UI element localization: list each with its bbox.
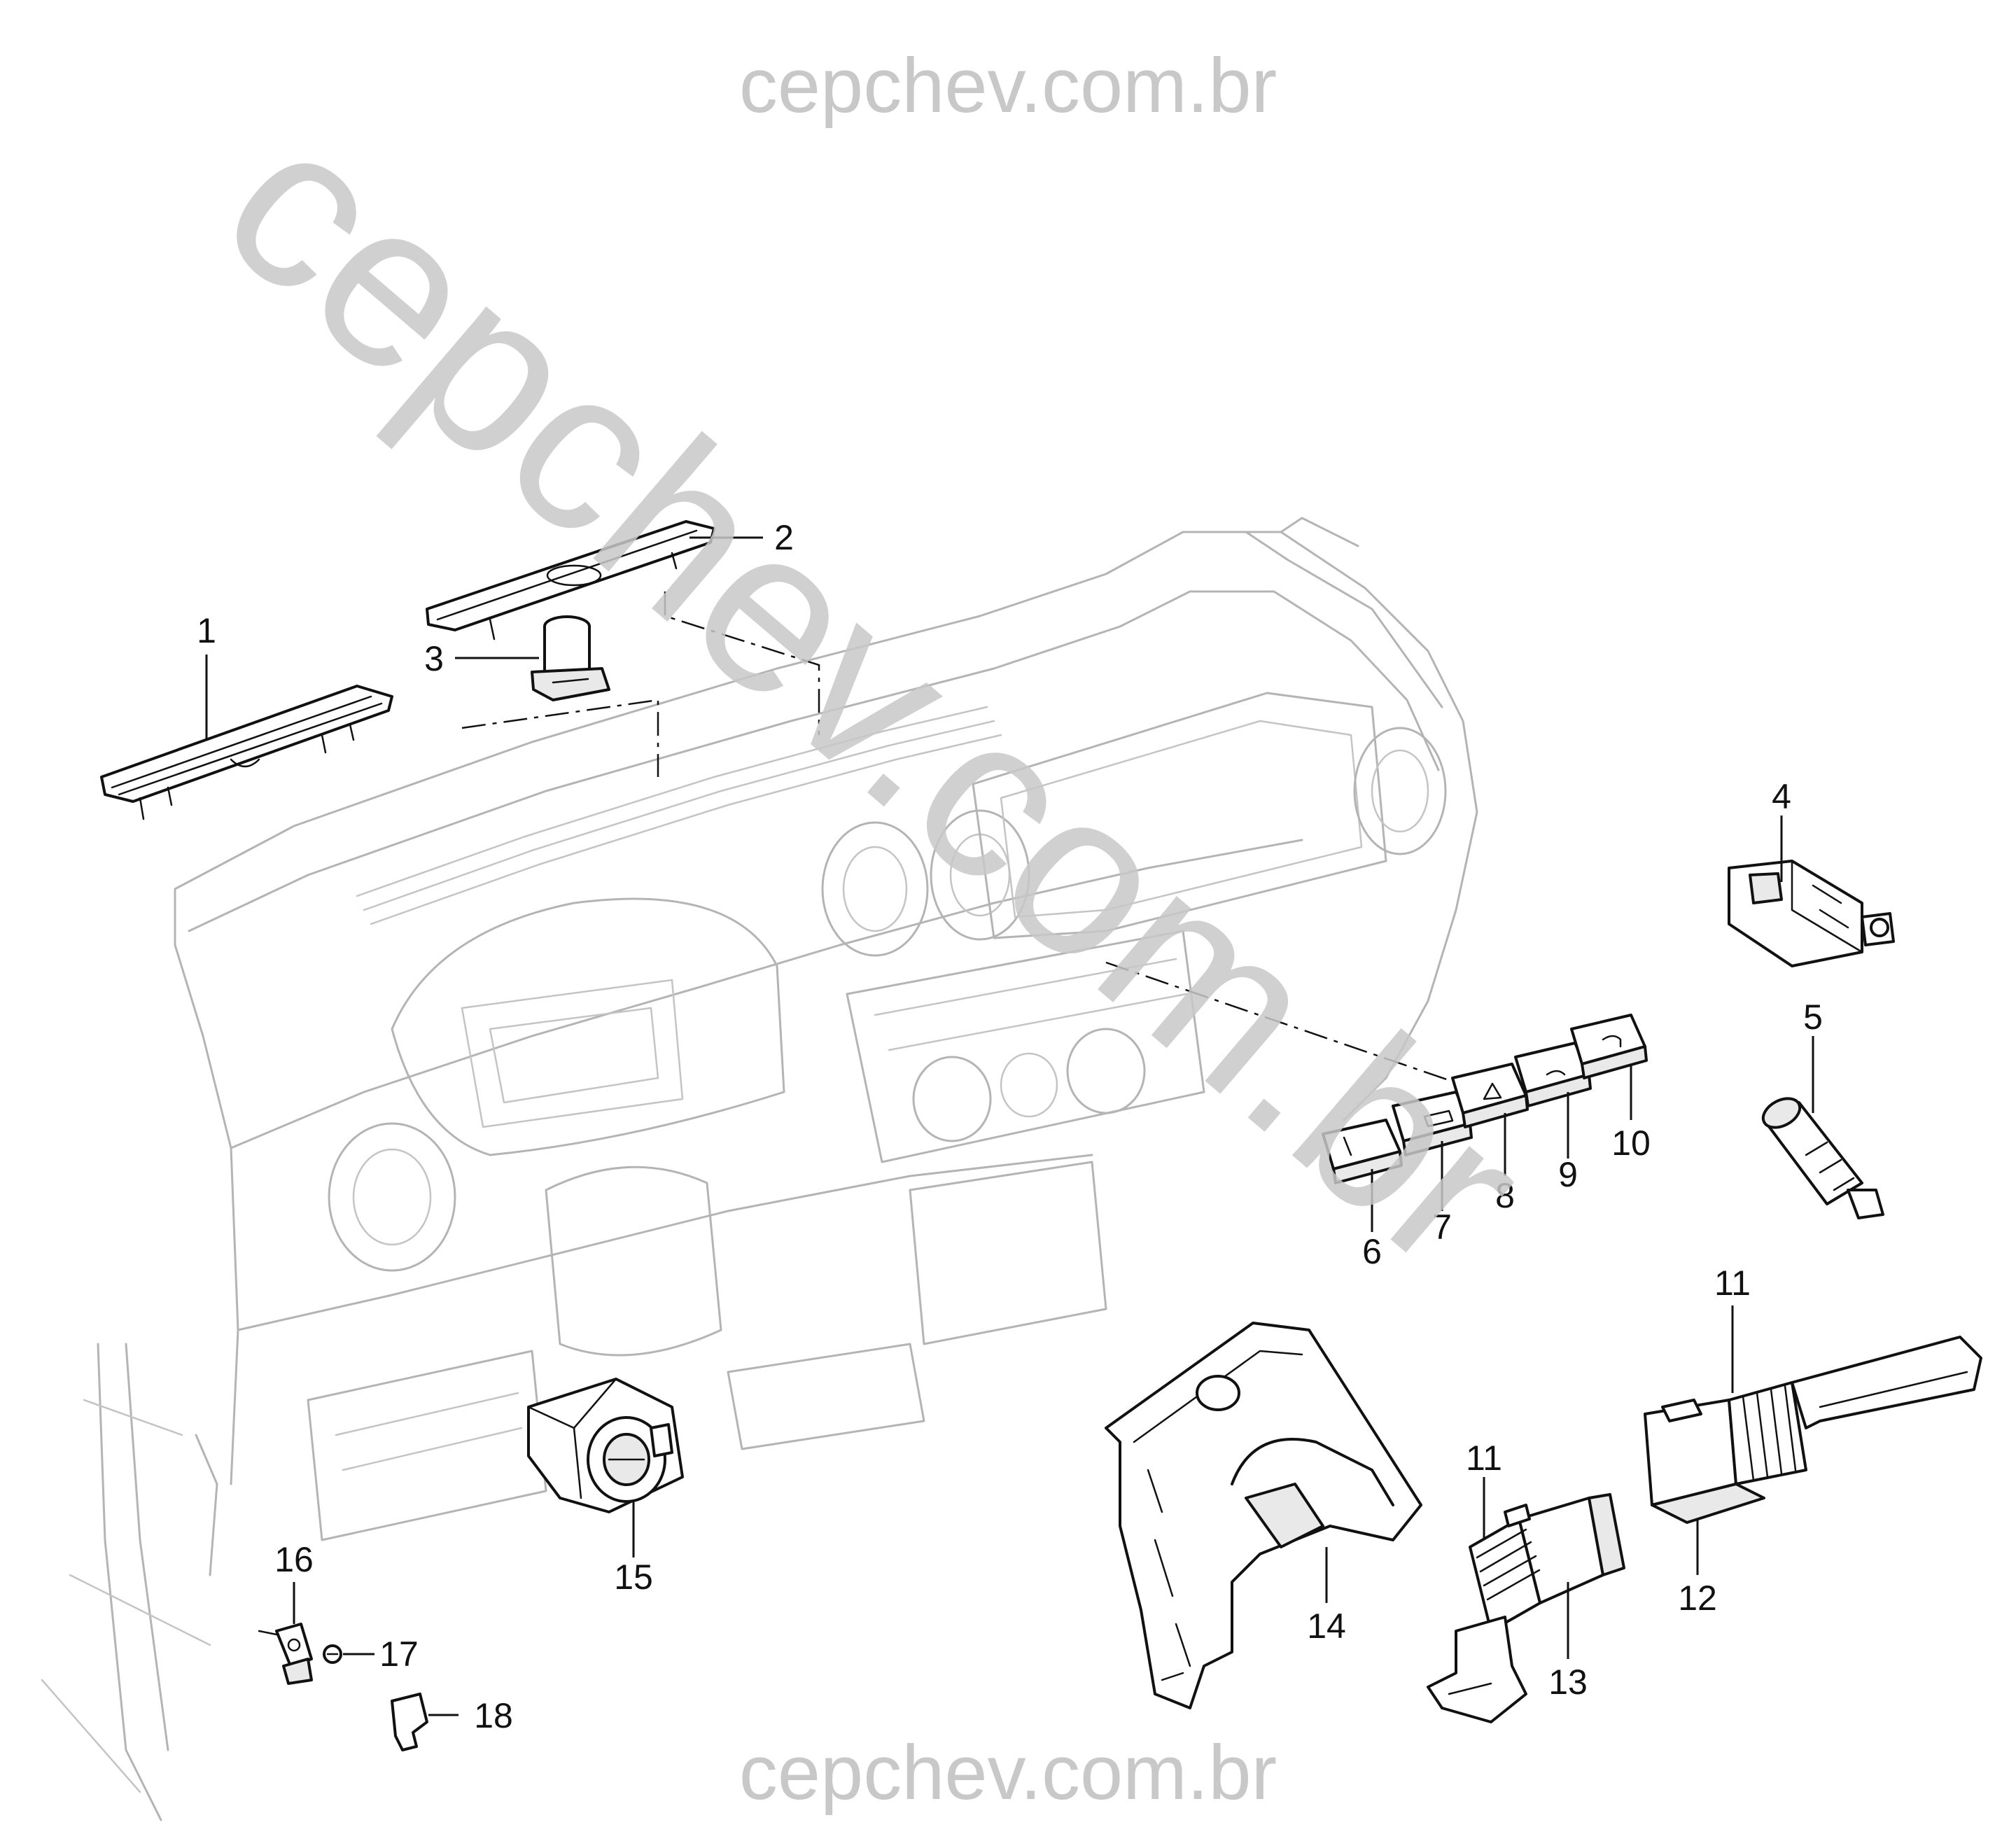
callout-5: 5 [1803,997,1823,1037]
callout-labels: 1 2 3 4 5 6 7 8 9 10 11 11 12 13 14 15 1… [197,518,1823,1735]
callout-16: 16 [274,1540,314,1579]
part-15-rotary-switch [527,1378,684,1513]
callout-3: 3 [424,639,444,678]
watermarks: cepchev.com.br cepchev.com.br cepchev.co… [177,43,1573,1816]
callout-18: 18 [474,1696,513,1735]
watermark-bottom: cepchev.com.br [739,1730,1277,1816]
part-5-sensor-switch [1761,1097,1884,1219]
callout-7: 7 [1432,1208,1452,1247]
callout-6: 6 [1362,1232,1382,1271]
watermark-top: cepchev.com.br [739,43,1277,129]
callout-10: 10 [1611,1124,1651,1163]
callout-15: 15 [614,1558,653,1597]
callout-11-left: 11 [1466,1438,1502,1478]
part-17-screw [323,1644,342,1664]
callout-13: 13 [1548,1662,1588,1702]
leader-lines [205,536,1814,1716]
part-1-trim-cover [100,685,393,820]
callout-12: 12 [1678,1578,1717,1618]
callout-2: 2 [774,518,794,557]
callout-14: 14 [1307,1606,1346,1646]
part-11-12-stalk-switch [1644,1336,1982,1524]
callout-4: 4 [1772,777,1791,816]
callout-1: 1 [197,611,216,650]
callout-17: 17 [379,1634,419,1674]
part-18-clip [391,1693,428,1751]
dashboard-outline [41,517,1478,1821]
callout-9: 9 [1558,1155,1578,1194]
callout-11-right: 11 [1714,1264,1751,1303]
connection-lines [461,592,1464,1086]
button-row [1322,1014,1648,1184]
part-2-trim-cover [426,520,715,640]
part-11-13-stalk-switch [1427,1493,1625,1723]
part-3-sensor [531,615,610,701]
part-14-column-bracket [1105,1322,1422,1709]
part-4-switch [1728,860,1895,967]
part-16-switch [258,1623,313,1685]
callout-8: 8 [1495,1176,1515,1215]
